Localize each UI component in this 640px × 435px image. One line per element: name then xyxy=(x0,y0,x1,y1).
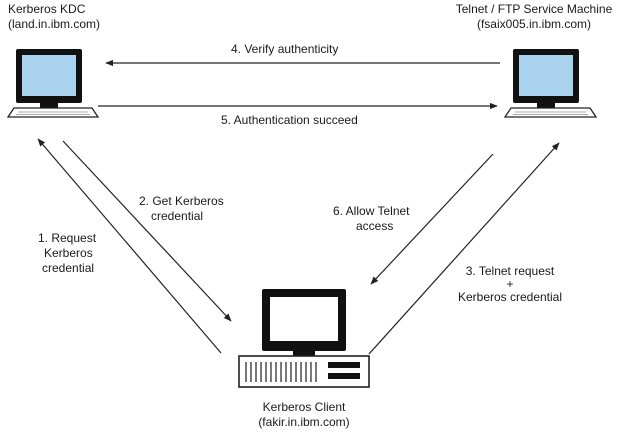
arrow-allow-telnet xyxy=(370,153,494,285)
arrow-get-credential xyxy=(62,140,232,322)
client-host: (fakir.in.ibm.com) xyxy=(258,415,350,429)
step-2-label: 2. Get Kerberos credential xyxy=(139,194,224,224)
step-1-line-2: Kerberos xyxy=(44,246,93,260)
service-label: Telnet / FTP Service Machine (fsaix005.i… xyxy=(436,2,632,32)
kdc-label: Kerberos KDC (land.in.ibm.com) xyxy=(8,2,100,32)
step-6-line-2: access xyxy=(356,219,394,233)
step-1-line-3: credential xyxy=(42,261,95,275)
client-title: Kerberos Client xyxy=(262,400,346,414)
step-3-line-1: 3. Telnet request xyxy=(465,264,555,278)
step-5-label: 5. Authentication succeed xyxy=(221,113,358,127)
step-2-line-1: 2. Get Kerberos xyxy=(139,194,224,208)
client-label: Kerberos Client (fakir.in.ibm.com) xyxy=(224,400,384,430)
step-1-line-1: 1. Request xyxy=(38,231,97,245)
arrow-request-credential xyxy=(37,138,222,354)
step-1-label: 1. Request Kerberos credential xyxy=(38,231,96,276)
step-6-label: 6. Allow Telnet access xyxy=(333,204,410,234)
step-3-label: 3. Telnet request + Kerberos credential xyxy=(440,264,580,305)
service-computer-icon xyxy=(503,49,598,118)
kdc-host: (land.in.ibm.com) xyxy=(8,17,101,31)
step-3-line-3: Kerberos credential xyxy=(457,290,563,304)
step-4-label: 4. Verify authenticity xyxy=(231,42,339,56)
step-3-line-2: + xyxy=(506,277,514,291)
step-6-line-1: 6. Allow Telnet xyxy=(333,204,410,218)
service-host: (fsaix005.in.ibm.com) xyxy=(476,17,592,31)
step-2-line-2: credential xyxy=(151,209,204,223)
arrow-telnet-request xyxy=(368,142,560,355)
client-computer-icon xyxy=(238,289,370,388)
kdc-title: Kerberos KDC xyxy=(8,2,86,16)
kdc-computer-icon xyxy=(6,49,100,118)
service-title: Telnet / FTP Service Machine xyxy=(455,2,613,16)
